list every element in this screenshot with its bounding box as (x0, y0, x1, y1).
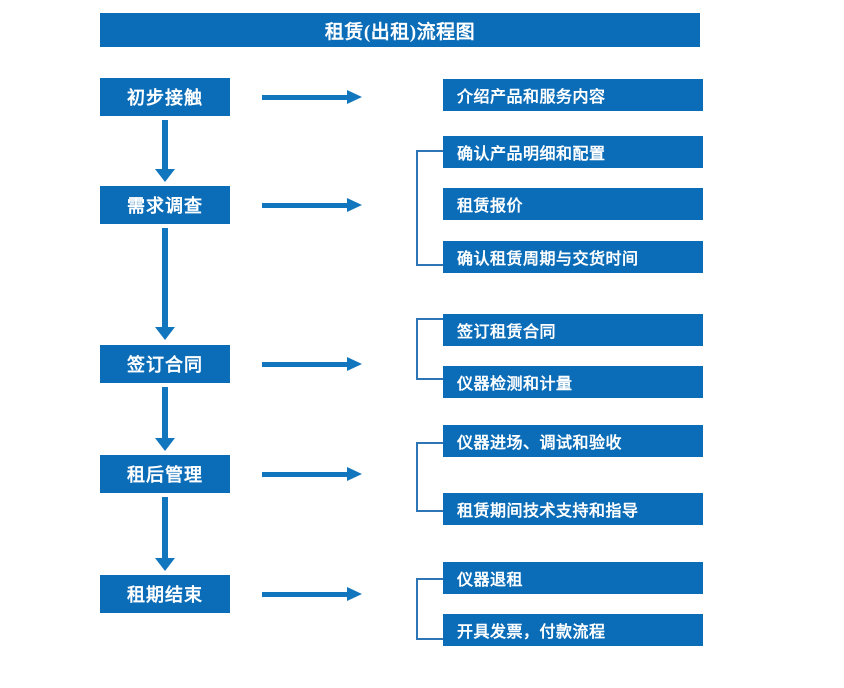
task-box-instrument-return[interactable]: 仪器退租 (443, 562, 703, 594)
bracket-sign-contract-group (416, 318, 443, 380)
arrow-shaft (162, 228, 168, 327)
vertical-arrow-contract-to-mgmt (155, 387, 175, 451)
bracket-post-rent-mgmt-group (416, 442, 443, 512)
arrow-head-down-icon (155, 169, 175, 182)
arrow-shaft (262, 592, 348, 597)
horizontal-arrow-demand-survey (262, 198, 362, 212)
arrow-shaft (162, 497, 168, 558)
stage-box-demand-survey[interactable]: 需求调查 (100, 186, 230, 224)
arrow-head-right-icon (347, 467, 362, 481)
horizontal-arrow-sign-contract (262, 357, 362, 371)
arrow-head-right-icon (347, 357, 362, 371)
arrow-shaft (262, 472, 348, 477)
arrow-shaft (262, 203, 348, 208)
stage-box-lease-end[interactable]: 租期结束 (100, 575, 230, 613)
arrow-head-right-icon (347, 90, 362, 104)
task-box-invoice-payment[interactable]: 开具发票，付款流程 (443, 614, 703, 646)
arrow-shaft (262, 95, 348, 100)
bracket-lease-end-group (416, 578, 443, 640)
task-box-instrument-inspection[interactable]: 仪器检测和计量 (443, 366, 703, 398)
task-box-confirm-product-details[interactable]: 确认产品明细和配置 (443, 136, 703, 168)
arrow-head-right-icon (347, 198, 362, 212)
arrow-head-down-icon (155, 327, 175, 340)
arrow-shaft (162, 120, 168, 169)
vertical-arrow-mgmt-to-lease-end (155, 497, 175, 571)
stage-box-initial-contact[interactable]: 初步接触 (100, 78, 230, 116)
task-box-sign-rental-contract[interactable]: 签订租赁合同 (443, 314, 703, 346)
task-box-instrument-entry-debug[interactable]: 仪器进场、调试和验收 (443, 425, 703, 457)
task-box-confirm-period-delivery[interactable]: 确认租赁周期与交货时间 (443, 241, 703, 273)
bracket-demand-survey-group (416, 150, 443, 266)
task-box-technical-support[interactable]: 租赁期间技术支持和指导 (443, 493, 703, 525)
vertical-arrow-survey-to-contract (155, 228, 175, 340)
page-title: 租赁(出租)流程图 (100, 13, 700, 47)
stage-box-post-rent-mgmt[interactable]: 租后管理 (100, 455, 230, 493)
task-box-introduce-products[interactable]: 介绍产品和服务内容 (443, 79, 703, 111)
arrow-shaft (262, 362, 348, 367)
vertical-arrow-contact-to-survey (155, 120, 175, 182)
arrow-head-right-icon (347, 587, 362, 601)
horizontal-arrow-post-rent-mgmt (262, 467, 362, 481)
horizontal-arrow-initial-contact (262, 90, 362, 104)
task-box-rental-quotation[interactable]: 租赁报价 (443, 188, 703, 220)
arrow-head-down-icon (155, 438, 175, 451)
stage-box-sign-contract[interactable]: 签订合同 (100, 345, 230, 383)
arrow-head-down-icon (155, 558, 175, 571)
arrow-shaft (162, 387, 168, 438)
horizontal-arrow-lease-end (262, 587, 362, 601)
